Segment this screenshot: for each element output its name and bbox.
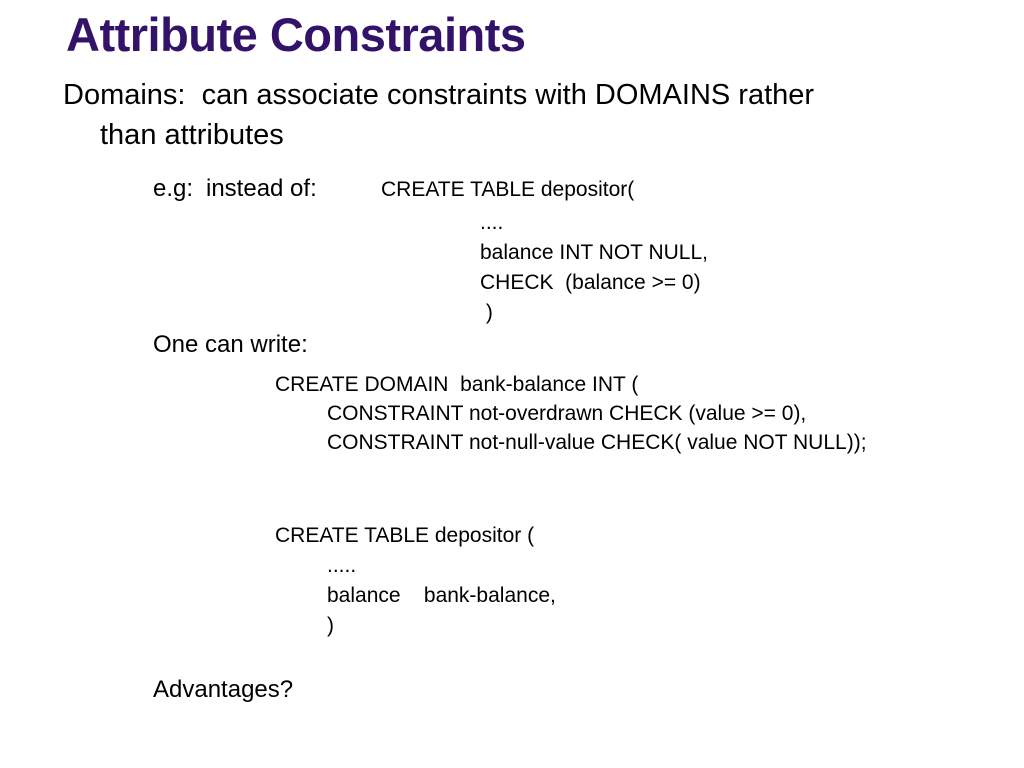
code-new-table-line-4: ) <box>327 614 334 637</box>
one-can-write-label: One can write: <box>153 331 308 358</box>
intro-line-2: than attributes <box>100 119 284 151</box>
code-new-table-line-2: ..... <box>327 554 357 577</box>
eg-label: e.g: <box>153 175 194 202</box>
code-old-table-line-2: .... <box>480 211 504 234</box>
code-domain-line-1: CREATE DOMAIN bank-balance INT ( <box>275 373 639 396</box>
intro-line-1: Domains: can associate constraints with … <box>63 79 815 111</box>
advantages-label: Advantages? <box>153 676 294 703</box>
page-title: Attribute Constraints <box>66 8 526 61</box>
code-new-table-line-3: balance bank-balance, <box>327 584 556 607</box>
code-domain-line-3: CONSTRAINT not-null-value CHECK( value N… <box>327 431 867 454</box>
code-old-table-line-4: CHECK (balance >= 0) <box>480 271 701 294</box>
code-old-table-line-1: CREATE TABLE depositor( <box>381 178 635 201</box>
instead-of-label: instead of: <box>206 175 317 202</box>
code-old-table-line-5: ) <box>480 301 493 324</box>
code-new-table-line-1: CREATE TABLE depositor ( <box>275 524 535 547</box>
code-old-table-line-3: balance INT NOT NULL, <box>480 241 708 264</box>
code-domain-line-2: CONSTRAINT not-overdrawn CHECK (value >=… <box>327 402 807 425</box>
